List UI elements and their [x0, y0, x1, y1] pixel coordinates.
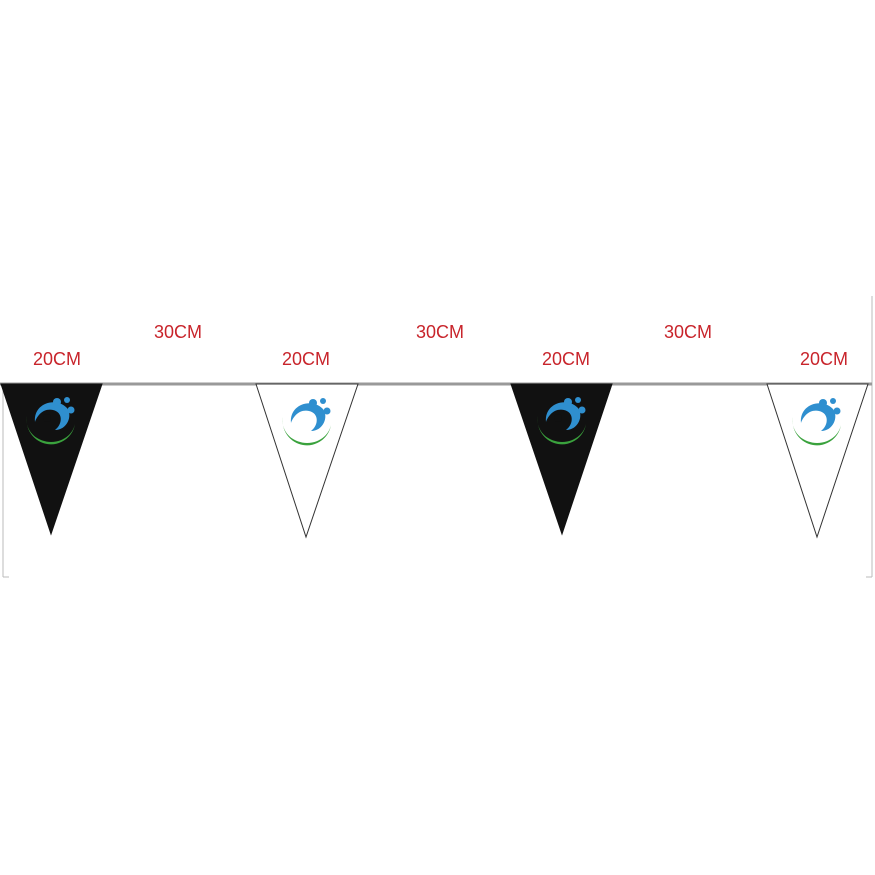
pennant-flag-shape: [766, 383, 869, 539]
water-splash-logo-icon: [26, 397, 76, 445]
gap-length-label: 30CM: [154, 322, 202, 342]
flag-2: [255, 383, 359, 539]
flag-width-label: 20CM: [800, 349, 848, 369]
pennant-flag-shape: [255, 383, 359, 539]
flag-4: [766, 383, 869, 539]
gap-length-label: 30CM: [664, 322, 712, 342]
flag-width-label: 20CM: [282, 349, 330, 369]
flag-3: [510, 383, 613, 536]
water-splash-logo-icon: [537, 397, 586, 445]
gap-length-label: 30CM: [416, 322, 464, 342]
flag-1: [0, 383, 103, 536]
pennant-flag-shape: [0, 383, 103, 536]
water-splash-logo-icon: [282, 398, 331, 446]
flag-width-label: 20CM: [33, 349, 81, 369]
flag-width-label: 20CM: [542, 349, 590, 369]
water-splash-logo-icon: [792, 398, 841, 446]
pennant-flag-shape: [510, 383, 613, 536]
